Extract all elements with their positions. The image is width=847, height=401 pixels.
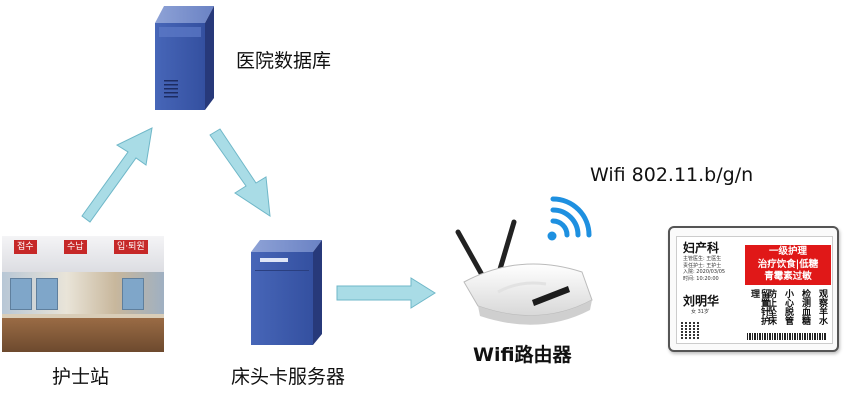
nurse-station-photo: 접수 수납 입·퇴원 xyxy=(2,236,164,352)
care-note: 观察羊水 xyxy=(817,289,827,325)
alert-line: 青霉素过敏 xyxy=(764,271,812,282)
barcode-icon xyxy=(747,333,827,340)
photo-sign: 수납 xyxy=(64,240,87,254)
bed-card-server-label: 床头卡服务器 xyxy=(231,366,346,388)
wifi-signal-icon xyxy=(547,196,592,241)
bed-card-display: 妇产科 主管医生: 王医生 责任护士: 王护士 入院: 2020/03/05 时… xyxy=(668,226,839,352)
router-label: Wifi路由器 xyxy=(473,344,572,366)
card-info-line: 主管医生: 王医生 xyxy=(683,256,722,262)
care-note: 小心脱管 xyxy=(783,289,793,325)
care-note: 留置针护理 xyxy=(749,289,769,325)
care-note: 防止坠床 xyxy=(766,289,776,325)
database-server-icon xyxy=(155,6,214,110)
alert-line: 一级护理 xyxy=(768,246,807,257)
photo-sign: 접수 xyxy=(14,240,37,254)
arrow-nurse-to-database xyxy=(81,127,153,223)
alert-panel: 一级护理 治疗饮食|低糖 青霉素过敏 xyxy=(745,245,831,285)
nurse-station-label: 护士站 xyxy=(52,366,110,388)
alert-line: 治疗饮食|低糖 xyxy=(757,258,819,270)
database-label: 医院数据库 xyxy=(236,50,332,72)
department-name: 妇产科 xyxy=(683,241,720,255)
care-notes: 留置针护理 防止坠床 小心脱管 检测血糖 观察羊水 xyxy=(749,289,831,331)
wifi-standard-label: Wifi 802.11.b/g/n xyxy=(590,164,754,186)
card-info-line: 责任护士: 王护士 xyxy=(683,262,722,269)
patient-name: 刘明华 xyxy=(683,294,720,308)
arrow-server-to-router xyxy=(336,277,436,309)
card-info-line: 时间: 10:20:00 xyxy=(683,275,719,282)
photo-sign: 입·퇴원 xyxy=(114,240,148,254)
card-info: 主管医生: 王医生 责任护士: 王护士 入院: 2020/03/05 时间: 1… xyxy=(683,256,725,282)
bed-card-server-icon xyxy=(251,240,322,345)
router-icon xyxy=(455,219,593,325)
care-note: 检测血糖 xyxy=(800,289,810,325)
card-info-line: 入院: 2020/03/05 xyxy=(683,269,726,275)
arrow-database-to-server xyxy=(209,128,271,217)
patient-meta: 女 31岁 xyxy=(691,309,709,315)
